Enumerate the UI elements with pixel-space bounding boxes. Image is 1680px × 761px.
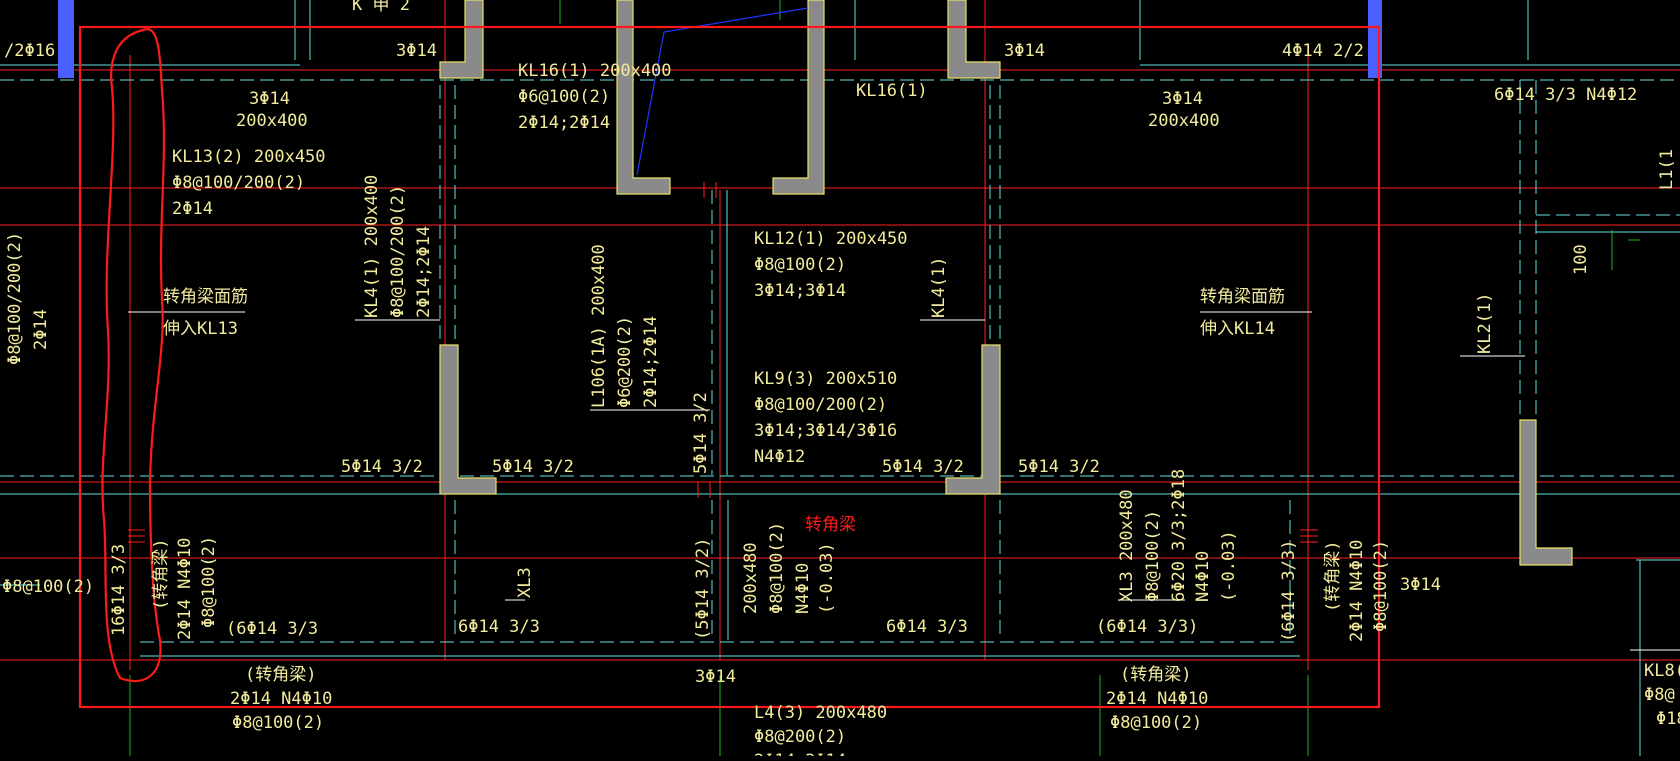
label-kl16-c: 2Φ14;2Φ14 (518, 113, 610, 133)
label-kl8-c: Φ18 (1656, 709, 1680, 729)
label-xl3r-b: Φ8@100(2) (1143, 510, 1163, 602)
label-l1-clip: L1(1 (1657, 149, 1677, 190)
label-six-b: 6Φ14 3/3 (458, 617, 540, 637)
label-corner-beam: 转角梁 (805, 515, 856, 535)
label-six-c: 6Φ14 3/3 (886, 617, 968, 637)
label-mid-v-d: (-0.03) (817, 542, 837, 614)
leader-lines (128, 311, 1680, 651)
axis-lines (0, 0, 1680, 670)
label-l106-c: 2Φ14;2Φ14 (641, 316, 661, 408)
label-kl9-c: 3Φ14;3Φ14/3Φ16 (754, 421, 897, 441)
label-kl8-b: Φ8@ (1644, 685, 1675, 705)
label-l106-a: L106(1A) 200x400 (589, 244, 609, 408)
label-kl4-v-b: Φ8@100/200(2) (388, 185, 408, 318)
label-b5-4: 5Φ14 3/2 (1018, 457, 1100, 477)
label-v16-3: 16Φ14 3/3 (109, 544, 129, 636)
label-kl8-a: KL8( (1644, 661, 1680, 681)
label-xl3r-d: N4Φ10 (1193, 551, 1213, 602)
label-kl2: KL2(1) (1475, 293, 1495, 354)
label-right-top-6phi: 6Φ14 3/3 N4Φ12 (1494, 85, 1637, 105)
label-kl4-v-a: KL4(1) 200x400 (362, 175, 382, 318)
label-kl12-b: Φ8@100(2) (754, 255, 846, 275)
rebar-marks (128, 182, 1318, 543)
label-kl16-a: KL16(1) 200x400 (518, 61, 672, 81)
label-left-edge-a: Φ8@100/200(2) (5, 232, 25, 365)
label-corner-right-b: 伸入KL14 (1200, 319, 1275, 339)
label-left-bottom: Φ8@100(2) (2, 577, 94, 597)
label-corner-right-a: 转角梁面筋 (1200, 287, 1285, 307)
label-l106-b: Φ6@200(2) (615, 316, 635, 408)
label-br-c: Φ8@100(2) (1110, 713, 1202, 733)
label-kl16-b: Φ6@100(2) (518, 87, 610, 107)
label-top-3phi14-b: 3Φ14 (1004, 41, 1045, 61)
label-right-room-a: 3Φ14 (1162, 89, 1203, 109)
grid-ticks (129, 0, 1640, 756)
label-xl3r-e: (-0.03) (1219, 530, 1239, 602)
label-kl4-v-c: 2Φ14;2Φ14 (414, 226, 434, 318)
label-zjr-v2: 2Φ14 N4Φ10 (1347, 540, 1367, 642)
label-mid-v-c: N4Φ10 (793, 563, 813, 614)
label-kl16-short: KL16(1) (856, 81, 928, 101)
label-xl3r-c: 6Φ20 3/3;2Φ18 (1169, 469, 1189, 602)
label-br-a: (转角梁) (1120, 665, 1191, 685)
label-kl13-a: KL13(2) 200x450 (172, 147, 326, 167)
label-six-e: (6Φ14 3/3) (1279, 540, 1299, 642)
label-kl9-d: N4Φ12 (754, 447, 805, 467)
markup-rectangle (78, 25, 1381, 709)
walls (439, 0, 1573, 566)
label-top-center-clip: K 申 2 (352, 0, 410, 15)
label-b5-3: 5Φ14 3/2 (882, 457, 964, 477)
stair-line (636, 7, 809, 176)
markup-freehand-ellipse (101, 28, 166, 683)
label-top-4phi14: 4Φ14 2/2 (1282, 41, 1364, 61)
label-six-a: (6Φ14 3/3 (226, 619, 318, 639)
label-kl13-c: 2Φ14 (172, 199, 213, 219)
label-left-edge-b: 2Φ14 (31, 309, 51, 350)
label-left-room-b: 200x400 (236, 111, 308, 131)
label-br-b: 2Φ14 N4Φ10 (1106, 689, 1208, 709)
label-top-left-clip: /2Φ16 (4, 41, 55, 61)
label-l4-b: Φ8@200(2) (754, 727, 846, 747)
label-bl-b: 2Φ14 N4Φ10 (230, 689, 332, 709)
label-xl3: XL3 (515, 567, 535, 598)
label-right-3phi: 3Φ14 (1400, 575, 1441, 595)
label-kl9-a: KL9(3) 200x510 (754, 369, 897, 389)
label-kl12-c: 3Φ14;3Φ14 (754, 281, 846, 301)
label-zjl-v3: Φ8@100(2) (199, 536, 219, 628)
label-kl9-b: Φ8@100/200(2) (754, 395, 887, 415)
label-bl-a: (转角梁) (245, 665, 316, 685)
label-top-3phi14-a: 3Φ14 (396, 41, 437, 61)
label-kl4-short: KL4(1) (929, 257, 949, 318)
label-kl12-a: KL12(1) 200x450 (754, 229, 908, 249)
label-bl-c: Φ8@100(2) (232, 713, 324, 733)
label-kl13-b: Φ8@100/200(2) (172, 173, 305, 193)
label-l4-a: L4(3) 200x480 (754, 703, 887, 723)
label-corner-left-b: 伸入KL13 (163, 319, 238, 339)
label-right-room-b: 200x400 (1148, 111, 1220, 131)
label-zjl-v: (转角梁) (151, 539, 171, 610)
label-v5-2: (5Φ14 3/2) (693, 538, 713, 640)
label-zjr-v: (转角梁) (1323, 541, 1343, 612)
label-mid-v-a: 200x480 (741, 542, 761, 614)
label-mid-v-b: Φ8@100(2) (767, 522, 787, 614)
label-left-room-a: 3Φ14 (249, 89, 290, 109)
label-b5-1: 5Φ14 3/2 (341, 457, 423, 477)
label-zjr-v3: Φ8@100(2) (1371, 540, 1391, 632)
label-six-d: (6Φ14 3/3) (1096, 617, 1198, 637)
label-zjl-v2: 2Φ14 N4Φ10 (175, 538, 195, 640)
label-bottom-3phi: 3Φ14 (695, 667, 736, 687)
label-corner-left-a: 转角梁面筋 (163, 287, 248, 307)
label-b5-2: 5Φ14 3/2 (492, 457, 574, 477)
label-l4-c: 2Φ14;3Φ14 (754, 751, 846, 756)
label-dim-100: 100 (1571, 244, 1591, 275)
label-xl3r-a: XL3 200x480 (1117, 489, 1137, 602)
label-b5-v: 5Φ14 3/2 (691, 392, 711, 474)
